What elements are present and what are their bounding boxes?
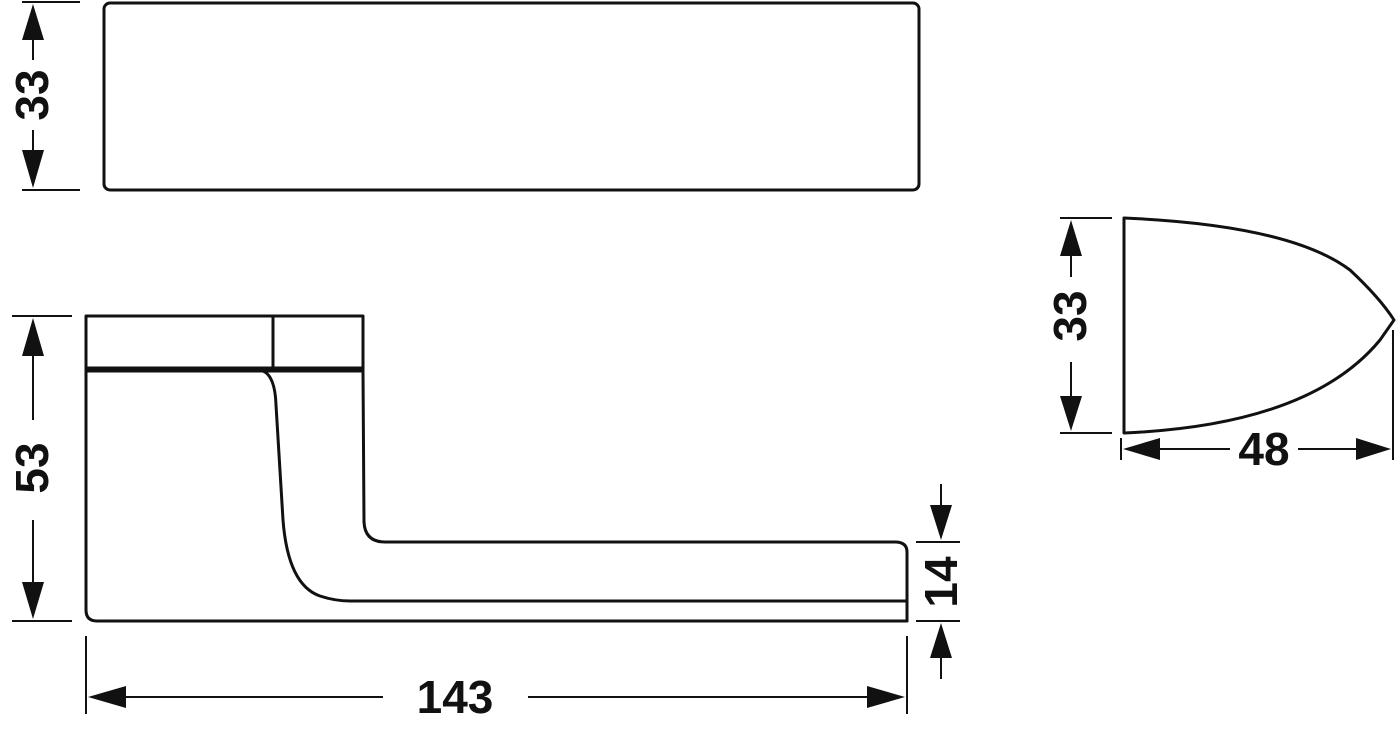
end-view-outline [1122,216,1396,435]
dimension-side-height: 53 [6,315,72,622]
dimension-end-height: 33 [1044,217,1112,434]
top-height-label: 33 [6,69,58,120]
rose-cap [84,314,365,373]
end-width-label: 48 [1238,423,1289,475]
lever-thickness-label: 14 [915,556,967,608]
side-view [84,314,909,623]
dimension-lever-thickness: 14 [915,484,967,679]
lever-arm [361,369,909,623]
side-width-label: 143 [417,671,494,723]
rose-base [84,369,909,623]
dimension-top-height: 33 [6,1,80,191]
end-height-label: 33 [1044,290,1096,341]
top-view [102,1,921,192]
top-view-outline [102,1,921,192]
lever-inner-curve [261,369,909,603]
dimension-side-width: 143 [85,636,908,723]
dimension-end-width: 48 [1120,330,1394,475]
side-height-label: 53 [6,442,58,493]
end-view [1122,216,1396,435]
